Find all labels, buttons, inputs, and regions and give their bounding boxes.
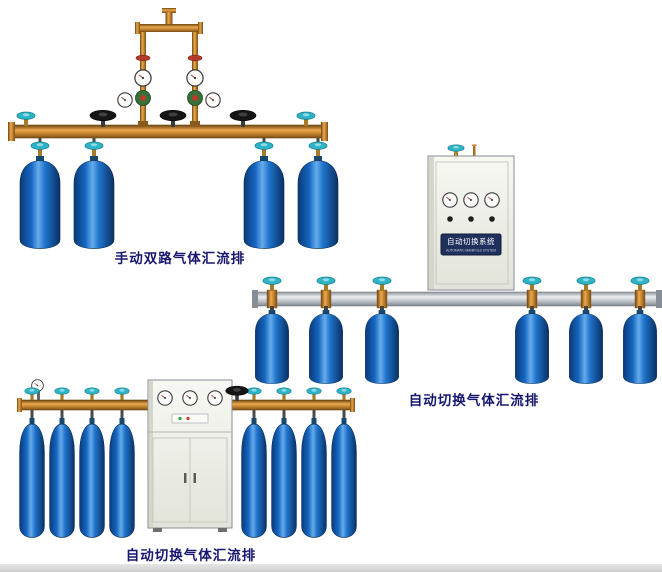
cabinet-label-en: AUTOMATIC MANIFOLD SYSTEM: [446, 249, 496, 253]
manifold-rail: [252, 290, 662, 308]
indicator-panel: [171, 413, 209, 424]
gas-cylinder: [309, 310, 343, 384]
cabinet-label-cn: 自动切换系统: [447, 236, 495, 246]
gas-cylinder: [569, 310, 603, 384]
gas-cylinder: [19, 418, 45, 538]
hand-wheel-valve: [89, 109, 117, 127]
teal-valve: [276, 387, 292, 400]
door-handle: [193, 473, 196, 483]
teal-valve: [522, 276, 542, 291]
pressure-gauge: [117, 92, 133, 108]
pressure-gauge: [157, 390, 173, 406]
gas-cylinder: [623, 310, 657, 384]
cylinder-valve: [30, 141, 50, 156]
manual-dual-manifold-illustration: [8, 8, 339, 249]
control-cabinet: [147, 379, 233, 532]
gas-cylinder: [365, 310, 399, 384]
door-handle: [184, 473, 187, 483]
manifold-top-assembly: [135, 8, 203, 125]
pressure-gauge: [207, 390, 223, 406]
teal-valve: [114, 387, 130, 400]
pressure-gauge: [484, 192, 500, 208]
gas-cylinder: [49, 418, 75, 538]
teal-valve: [630, 276, 650, 291]
cylinder-bank: [19, 138, 339, 249]
teal-valve: [84, 387, 100, 400]
gas-cylinder: [79, 418, 105, 538]
control-knob: [447, 216, 453, 222]
gas-cylinder: [301, 418, 327, 538]
gas-cylinder: [515, 310, 549, 384]
cylinder-bank: [255, 276, 657, 384]
gas-cylinder: [73, 156, 115, 249]
pressure-gauge: [186, 69, 204, 87]
indicator-light-green: [178, 416, 182, 421]
cabinet-label-plate: [440, 233, 502, 256]
regulator-station-right: [186, 69, 221, 108]
hand-wheel-valve: [229, 109, 257, 127]
gas-cylinder: [109, 418, 135, 538]
gas-cylinder: [271, 418, 297, 538]
cylinder-bank: [19, 410, 357, 538]
cylinder-valve: [84, 141, 104, 156]
auto-switch-floor-manifold-illustration: [17, 379, 357, 538]
control-cabinet: 自动切换系统 AUTOMATIC MANIFOLD SYSTEM: [427, 144, 515, 291]
header-pipe: [8, 121, 328, 141]
teal-valve: [16, 111, 36, 126]
red-valve-handle: [135, 54, 151, 62]
pressure-gauge: [182, 390, 198, 406]
control-knob: [489, 216, 495, 222]
indicator-light-red: [186, 416, 190, 421]
teal-valve: [306, 387, 322, 400]
teal-valve: [296, 111, 316, 126]
red-valve-handle: [187, 54, 203, 62]
product-caption-manual-dual: 手动双路气体汇流排: [114, 251, 246, 266]
gas-cylinder: [241, 418, 267, 538]
pressure-gauge: [205, 92, 221, 108]
gas-cylinder: [19, 156, 61, 249]
auto-switch-wall-manifold-illustration: 自动切换系统 AUTOMATIC MANIFOLD SYSTEM: [252, 144, 662, 384]
regulator-station-left: [117, 69, 152, 108]
page-bottom-strip: [0, 564, 662, 572]
teal-valve: [576, 276, 596, 291]
teal-valve: [372, 276, 392, 291]
teal-valve: [54, 387, 70, 400]
pressure-gauge: [134, 69, 152, 87]
pressure-gauge: [463, 192, 479, 208]
product-caption-auto-floor: 自动切换气体汇流排: [125, 548, 257, 563]
hand-wheel-valve: [159, 109, 187, 127]
product-caption-auto-wall: 自动切换气体汇流排: [408, 393, 540, 408]
control-knob: [468, 216, 474, 222]
pressure-gauge: [442, 192, 458, 208]
teal-valve: [316, 276, 336, 291]
teal-valve: [262, 276, 282, 291]
gas-cylinder: [331, 418, 357, 538]
teal-valve: [246, 387, 262, 400]
gas-cylinder: [255, 310, 289, 384]
teal-valve: [336, 387, 352, 400]
